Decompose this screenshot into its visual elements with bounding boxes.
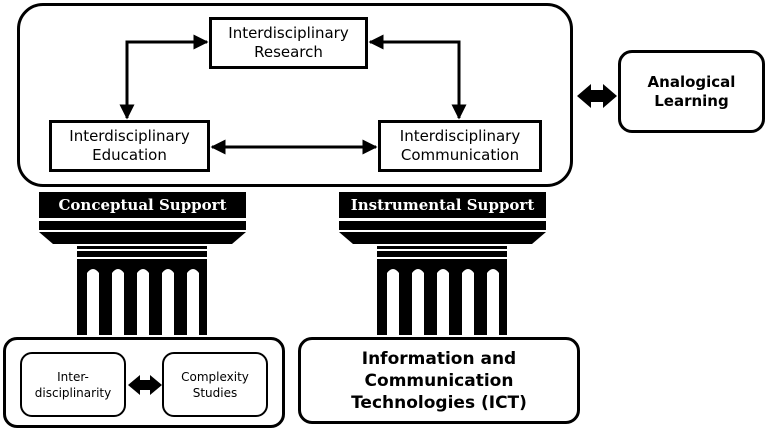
- arrow-research-education: [119, 34, 209, 120]
- interdisciplinary-research-node: Interdisciplinary Research: [209, 17, 368, 69]
- instrumental-support-label: Instrumental Support: [350, 196, 535, 214]
- instrumental-pillar: [339, 192, 546, 335]
- analogical-learning-node: Analogical Learning: [618, 50, 765, 133]
- arrow-research-communication: [368, 34, 467, 120]
- conceptual-support-label: Conceptual Support: [58, 196, 227, 214]
- interdisciplinarity-node: Inter- disciplinarity: [20, 352, 126, 417]
- arrow-cluster-analogical-icon: [577, 84, 617, 108]
- interdisciplinary-education-node: Interdisciplinary Education: [49, 120, 210, 172]
- ict-base: Information and Communication Technologi…: [298, 337, 580, 424]
- complexity-studies-node: Complexity Studies: [162, 352, 268, 417]
- conceptual-pillar: [39, 192, 246, 335]
- interdisciplinary-communication-node: Interdisciplinary Communication: [378, 120, 542, 172]
